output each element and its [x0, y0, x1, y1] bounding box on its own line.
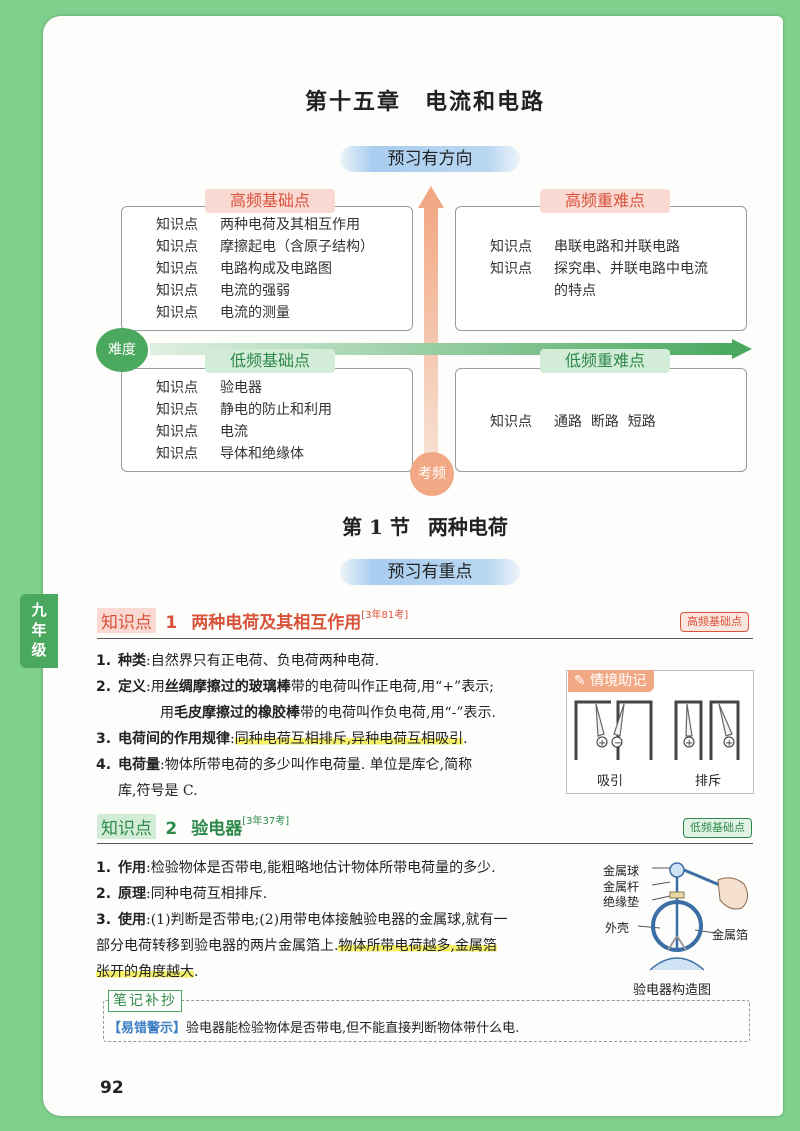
kp1-badge: 高频基础点: [680, 612, 749, 632]
section-title: 第 1 节两种电荷: [0, 511, 800, 540]
kp2-heading: 知识点 2 验电器[3年37考]: [97, 814, 289, 839]
charge-interaction-diagram: + − + +: [574, 700, 740, 760]
tag-low-hard: 低频重难点: [540, 349, 670, 373]
kp1-item-4-cont: 库,符号是 C.: [118, 783, 198, 799]
kp2-rule: [97, 843, 753, 844]
kp1-title: 两种电荷及其相互作用: [191, 613, 362, 633]
kp2-item-3-cont: 部分电荷转移到验电器的两片金属箔上.物体所带电荷越多,金属箔: [96, 938, 497, 954]
list-high-hard: 知识点串联电路和并联电路 知识点探究串、并联电路中电流 的特点: [490, 236, 708, 302]
list-item-continuation: 的特点: [554, 283, 596, 299]
grade-tab-char: 年: [31, 621, 47, 639]
grade-tab-char: 级: [31, 641, 47, 659]
frequency-axis-label: 考频: [410, 452, 454, 496]
section-number: 第 1 节: [342, 515, 410, 539]
notes-title: 笔记补抄: [108, 990, 182, 1012]
frequency-axis-arrow: [418, 186, 444, 208]
metal-rod-label: 金属杆: [603, 880, 640, 894]
tag-low-basic: 低频基础点: [205, 349, 335, 373]
kp2-item-1: 1.作用:检验物体是否带电,能粗略地估计物体所带电荷量的多少.: [96, 860, 496, 876]
kp1-item-2: 2.定义:用丝绸摩擦过的玻璃棒带的电荷叫作正电荷,用“+”表示;: [96, 679, 494, 695]
grade-tab: 九 年 级: [20, 594, 58, 668]
kp1-number: 1: [165, 613, 178, 633]
list-item: 知识点电路构成及电路图: [156, 261, 332, 277]
kp2-number: 2: [165, 819, 178, 839]
list-item: 知识点电流的测量: [156, 305, 290, 321]
list-item: 知识点验电器: [156, 380, 262, 396]
kp1-frequency: [3年81考]: [361, 610, 409, 621]
quadrant-high-hard: [455, 206, 747, 331]
list-item: 知识点两种电荷及其相互作用: [156, 217, 360, 233]
metal-foil-label: 金属箔: [712, 928, 749, 942]
metal-ball-label: 金属球: [603, 864, 640, 878]
chapter-name: 电流和电路: [425, 89, 546, 115]
shell-label: 外壳: [605, 921, 630, 935]
warning-tag: 【易错警示】: [108, 1021, 187, 1036]
page-number: 92: [100, 1078, 124, 1098]
attract-caption: 吸引: [597, 774, 624, 789]
electroscope-caption: 验电器构造图: [633, 983, 712, 998]
difficulty-axis-arrow: [732, 339, 752, 359]
list-item: 知识点电流: [156, 424, 248, 440]
chapter-number: 第十五章: [304, 89, 401, 115]
kp2-content: 1.作用:检验物体是否带电,能粗略地估计物体所带电荷量的多少. 2.原理:同种电…: [96, 855, 596, 985]
kp1-heading: 知识点 1 两种电荷及其相互作用[3年81考]: [97, 608, 408, 633]
kp2-item-3: 3.使用:(1)判断是否带电;(2)用带电体接触验电器的金属球,就有一: [96, 912, 508, 928]
kp1-item-4: 4.电荷量:物体所带电荷的多少叫作电荷量. 单位是库仑,简称: [96, 757, 473, 773]
kp2-item-3-cont2: 张开的角度越大.: [96, 964, 199, 980]
kp1-content: 1.种类:自然界只有正电荷、负电荷两种电荷. 2.定义:用丝绸摩擦过的玻璃棒带的…: [96, 648, 566, 804]
list-low-basic: 知识点验电器 知识点静电的防止和利用 知识点电流 知识点导体和绝缘体: [156, 377, 332, 465]
list-item: 知识点摩擦起电（含原子结构）: [156, 239, 374, 255]
warning-line: 【易错警示】验电器能检验物体是否带电,但不能直接判断物体带什么电.: [108, 1017, 519, 1036]
chapter-title: 第十五章电流和电路: [0, 84, 800, 116]
kp2-title: 验电器: [191, 819, 243, 839]
kp2-item-2: 2.原理:同种电荷互相排斥.: [96, 886, 268, 902]
list-item: 知识点导体和绝缘体: [156, 446, 304, 462]
list-item: 知识点静电的防止和利用: [156, 402, 332, 418]
quadrant-low-basic: [121, 368, 413, 472]
svg-text:+: +: [685, 738, 693, 749]
list-low-hard: 知识点通路 断路 短路: [490, 411, 656, 433]
kp1-label: 知识点: [97, 608, 156, 633]
quadrant-high-basic: [121, 206, 413, 331]
tag-high-basic: 高频基础点: [205, 189, 335, 213]
preview-key-banner: 预习有重点: [340, 559, 520, 585]
section-name: 两种电荷: [427, 515, 508, 539]
kp1-figure-title: ✎ 情境助记: [568, 670, 655, 692]
svg-text:−: −: [614, 738, 622, 749]
warning-text: 验电器能检验物体是否带电,但不能直接判断物体带什么电.: [186, 1021, 520, 1036]
svg-text:+: +: [598, 738, 606, 749]
kp1-item-2-cont: 用毛皮摩擦过的橡胶棒带的电荷叫作负电荷,用“-”表示.: [160, 705, 496, 721]
frequency-axis-bar: [424, 205, 438, 470]
list-item: 知识点电流的强弱: [156, 283, 290, 299]
difficulty-axis-label: 难度: [96, 328, 148, 372]
list-item: 知识点探究串、并联电路中电流: [490, 261, 708, 277]
list-item: 知识点串联电路和并联电路: [490, 239, 680, 255]
insulating-pad-label: 绝缘垫: [603, 895, 640, 909]
list-item: 知识点通路 断路 短路: [490, 414, 656, 430]
notes-box: [103, 1000, 750, 1042]
svg-text:+: +: [725, 738, 733, 749]
preview-direction-banner: 预习有方向: [340, 146, 520, 172]
quadrant-low-hard: [455, 368, 747, 472]
grade-tab-char: 九: [31, 601, 47, 619]
kp2-frequency: [3年37考]: [242, 816, 290, 827]
kp2-badge: 低频基础点: [683, 818, 752, 838]
pencil-icon: ✎: [574, 673, 586, 689]
kp1-item-1: 1.种类:自然界只有正电荷、负电荷两种电荷.: [96, 653, 380, 669]
electroscope-diagram: [637, 862, 748, 971]
tag-high-hard: 高频重难点: [540, 189, 670, 213]
list-high-basic: 知识点两种电荷及其相互作用 知识点摩擦起电（含原子结构） 知识点电路构成及电路图…: [156, 214, 374, 324]
kp2-label: 知识点: [97, 814, 156, 839]
repel-caption: 排斥: [695, 774, 722, 789]
kp1-rule: [97, 638, 753, 639]
kp1-item-3: 3.电荷间的作用规律:同种电荷互相排斥,异种电荷互相吸引.: [96, 731, 468, 747]
